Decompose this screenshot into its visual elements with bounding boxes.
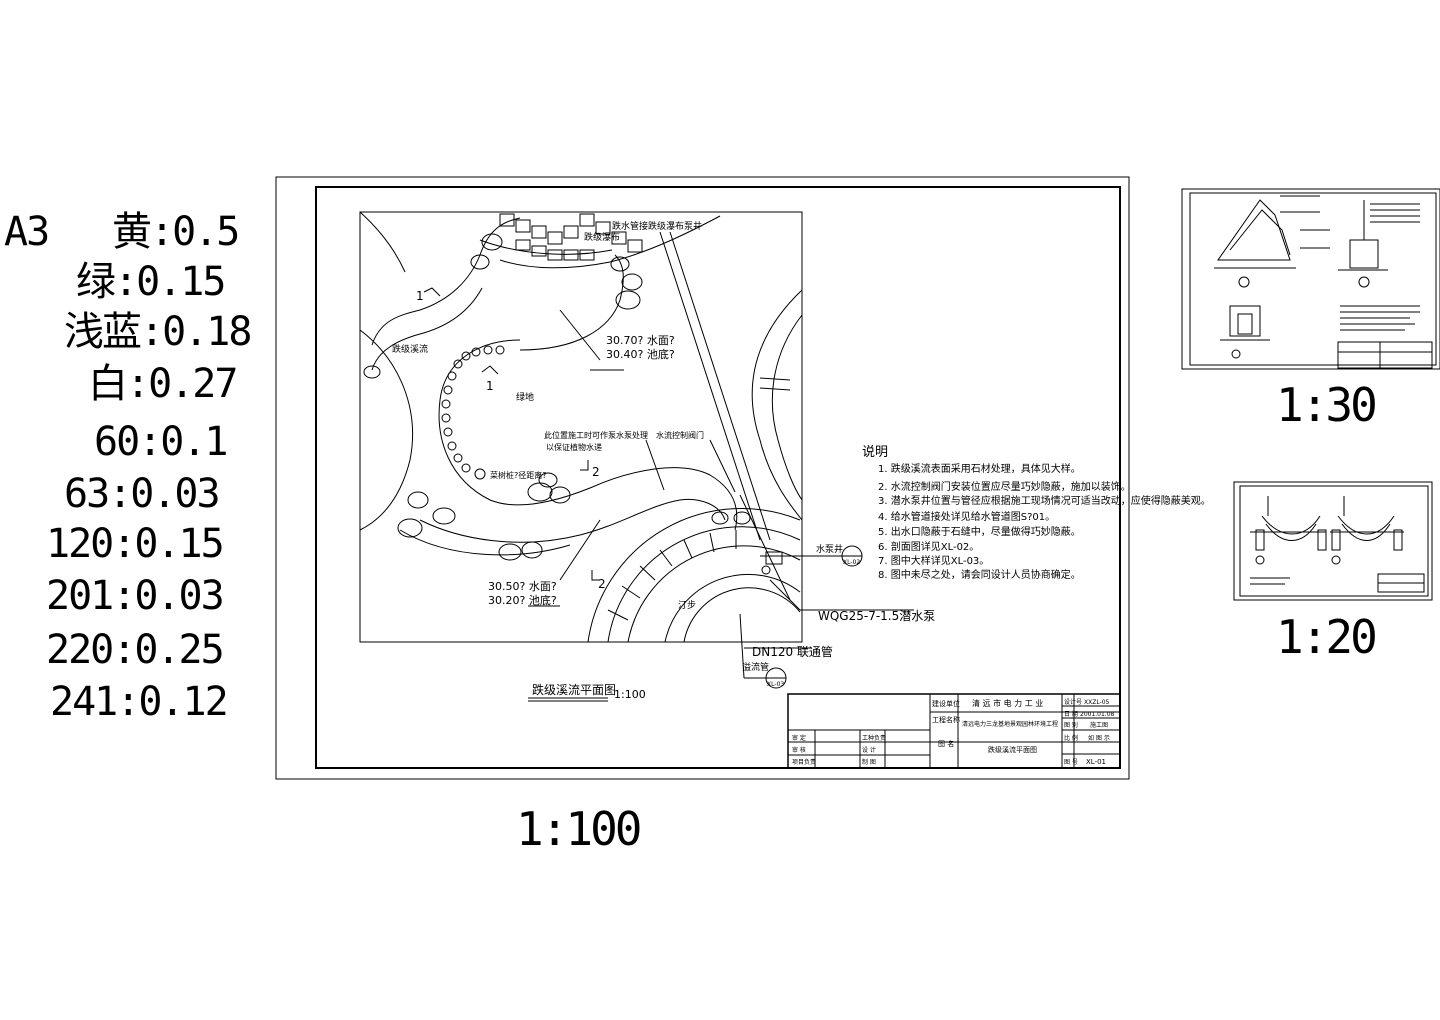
tb-sign-label: 设 计 [862,746,876,754]
tb-sign-label: 工种负责 [862,734,886,742]
note-item: 3. 潜水泵井位置与管径应根据施工现场情况可适当改动，应使得隐蔽美观。 [878,494,1211,507]
note-item: 7. 图中大样详见XL-03。 [878,554,989,567]
stream-label: 跌级溪流 [392,343,428,355]
section-1a: 1 [416,289,424,303]
green-label: 绿地 [516,391,534,403]
construction-note-1: 此位置施工时可作泵水泵处理 [544,430,648,440]
note-item: 5. 出水口隐蔽于石缝中，尽量做得巧妙隐蔽。 [878,525,1081,538]
round-plaza [587,508,801,643]
tb-drawing-name: 跌级溪流平面图 [988,745,1037,754]
tb-ratio-label: 比 例 [1064,734,1078,742]
tb-stage-label: 图 别 [1064,721,1078,729]
detail-sheet-20 [1233,481,1433,601]
legend-item: 60:0.1 [94,419,228,465]
tb-drawing-label: 图 名 [938,739,954,748]
main-sheet-inner-frame [315,186,1121,769]
waterfall-label: 跌级瀑布 [584,231,620,243]
legend-item: 201:0.03 [46,573,225,619]
level-b-bottom: 30.20? 池底? [488,593,557,607]
curved-path [751,289,803,521]
tb-sign-label: 审 定 [792,734,806,742]
overflow-label: 溢流管 [742,661,769,673]
tb-date: 2001.01.08 [1080,711,1115,718]
legend-item: 白:0.27 [88,361,238,407]
tb-stage: 施工图 [1090,721,1108,729]
legend-item: 220:0.25 [46,627,225,673]
drawing-scale: 1:100 [614,688,646,701]
plant-circles [441,345,505,480]
pipe-label: DN120 联通管 [752,644,833,659]
note-item: 2. 水流控制阀门安装位置应尽量巧妙隐蔽，施加以装饰。 [878,480,1131,493]
pond-outline [438,339,738,531]
note-item: 8. 图中未尽之处，请会同设计人员协商确定。 [878,568,1081,581]
detail-sheet-20-scale: 1:20 [1276,610,1378,664]
detail-sheet-30 [1181,188,1440,370]
tb-sign-label: 项目负责 [792,758,816,766]
tb-date-label: 日 期 [1064,710,1078,718]
note-item: 4. 给水管道接处详见给水管道图S?01。 [878,510,1055,523]
legend-item: 63:0.03 [64,471,221,517]
stream-edge [371,217,521,346]
tb-org: 清 远 市 电 力 工 业 [972,698,1043,708]
legend-item: 241:0.12 [50,679,229,725]
section-2a: 2 [592,465,600,479]
tb-sheet: XL-01 [1086,758,1106,766]
waterfall-blocks [499,213,643,261]
tb-project-label: 工程名称 [932,715,960,724]
detail-sheet-30-scale: 1:30 [1276,378,1378,432]
legend-item: 绿:0.15 [76,259,226,305]
section-2b: 2 [598,577,606,591]
tb-sign-label: 审 核 [792,746,806,754]
level-b-top: 30.50? 水面? [488,580,557,593]
pump-well-tag: XL-02 [843,559,860,566]
pump-well-label: 水泵井 [816,543,843,555]
main-sheet-scale: 1:100 [516,802,642,856]
pump-model: WQG25-7-1.5潜水泵 [818,609,935,623]
drawing-title: 跌级溪流平面图 [532,682,616,697]
tb-project: 清远电力三龙基地景观园林环境工程 [962,720,1058,728]
tree-note: 菜树桩?径距离? [490,470,547,480]
valve-note: 水流控制阀门 [656,430,704,440]
note-item: 6. 剖面图详见XL-02。 [878,540,979,553]
tb-sheet-label: 图 号 [1064,759,1078,766]
legend-item: 浅蓝:0.18 [64,309,252,355]
main-sheet-outer-frame [275,176,1130,780]
plan-boundary [359,211,803,643]
section-1b: 1 [486,379,494,393]
title-block-grid [787,693,1121,769]
tb-ratio: 如 图 示 [1088,734,1110,742]
stones [363,233,751,561]
tb-number-label: 设计号 [1064,698,1082,706]
left-arc [359,329,414,531]
pump-pit-note: 跌水管接跌级瀑布泵井 [612,220,702,232]
note-item: 1. 跌级溪流表面采用石材处理，具体见大样。 [878,462,1081,475]
tb-sign-label: 制 图 [862,758,876,766]
plaza-label: 汀步 [678,600,696,611]
legend-paper-size: A3 [4,209,50,255]
tb-number: XXZL-05 [1084,699,1110,706]
overflow-tag: XL-03 [767,681,784,688]
tb-org-label: 建设单位 [932,699,960,708]
legend-item: 黄:0.5 [112,209,240,255]
level-a-bottom: 30.40? 池底? [606,347,675,361]
level-a-top: 30.70? 水面? [606,334,675,347]
construction-note-2: 以保证植物水递 [546,442,602,452]
notes-heading: 说明 [862,445,888,460]
legend-item: 120:0.15 [46,521,225,567]
